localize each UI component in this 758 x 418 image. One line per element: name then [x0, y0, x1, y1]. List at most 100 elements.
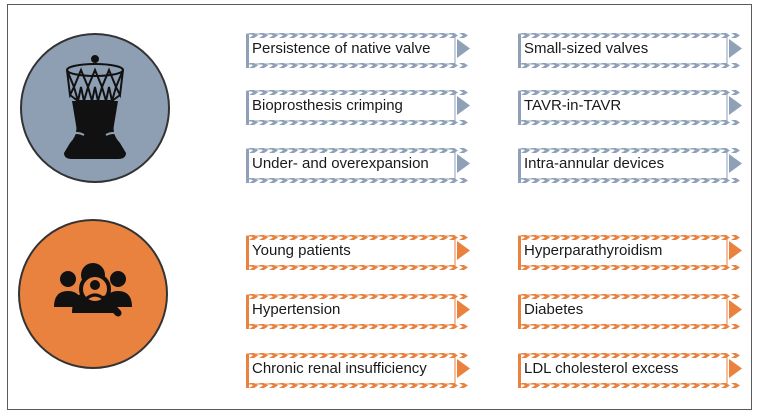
- chevron-pattern: [309, 324, 318, 329]
- chevron-pattern: [601, 33, 610, 38]
- chevron-pattern: [641, 383, 650, 388]
- chevron-pattern: [449, 265, 458, 270]
- chevron-pattern: [359, 63, 368, 68]
- chevron-pattern: [409, 120, 418, 125]
- chevron-pattern: [459, 33, 468, 38]
- chevron-pattern: [259, 235, 268, 240]
- chevron-pattern: [299, 148, 308, 153]
- chevron-pattern: [561, 33, 570, 38]
- chevron-pattern: [279, 178, 288, 183]
- chevron-pattern: [551, 148, 560, 153]
- chevron-pattern: [359, 294, 368, 299]
- chevron-pattern: [409, 265, 418, 270]
- chevron-pattern: [521, 120, 530, 125]
- chevron-pattern: [359, 90, 368, 95]
- chevron-pattern: [631, 178, 640, 183]
- chevron-pattern: [429, 324, 438, 329]
- chevron-pattern: [611, 178, 620, 183]
- chevron-pattern: [691, 383, 700, 388]
- chevron-pattern: [581, 63, 590, 68]
- chevron-pattern: [531, 265, 540, 270]
- chevron-pattern: [339, 90, 348, 95]
- chevron-pattern: [339, 324, 348, 329]
- chevron-pattern: [571, 90, 580, 95]
- chevron-pattern: [661, 33, 670, 38]
- chevron-pattern: [389, 324, 398, 329]
- chevron-pattern: [611, 33, 620, 38]
- chevron-pattern: [319, 294, 328, 299]
- chevron-pattern: [319, 324, 328, 329]
- chevron-pattern: [299, 265, 308, 270]
- chevron-pattern: [591, 148, 600, 153]
- chevron-pattern: [701, 148, 710, 153]
- chevron-pattern: [551, 265, 560, 270]
- chevron-pattern: [611, 324, 620, 329]
- chevron-pattern: [621, 63, 630, 68]
- factor-card-hypertension: Hypertension: [246, 294, 470, 330]
- chevron-pattern: [531, 120, 540, 125]
- chevron-pattern: [299, 383, 308, 388]
- chevron-pattern: [249, 148, 258, 153]
- chevron-pattern: [541, 294, 550, 299]
- chevron-pattern: [369, 178, 378, 183]
- chevron-pattern: [551, 324, 560, 329]
- chevron-pattern: [319, 120, 328, 125]
- chevron-pattern: [681, 120, 690, 125]
- chevron-pattern: [621, 148, 630, 153]
- chevron-pattern: [359, 148, 368, 153]
- chevron-pattern: [681, 148, 690, 153]
- chevron-pattern: [531, 383, 540, 388]
- chevron-pattern: [269, 265, 278, 270]
- chevron-pattern: [701, 383, 710, 388]
- chevron-pattern: [611, 235, 620, 240]
- chevron-pattern: [309, 63, 318, 68]
- chevron-pattern: [731, 148, 740, 153]
- chevron-pattern: [601, 383, 610, 388]
- chevron-pattern: [541, 353, 550, 358]
- chevron-pattern: [641, 63, 650, 68]
- chevron-pattern: [249, 324, 258, 329]
- chevron-pattern: [339, 235, 348, 240]
- factor-card-crimping: Bioprosthesis crimping: [246, 90, 470, 126]
- chevron-pattern: [319, 235, 328, 240]
- chevron-pattern: [591, 235, 600, 240]
- chevron-pattern: [429, 148, 438, 153]
- chevron-pattern: [459, 265, 468, 270]
- chevron-pattern: [681, 265, 690, 270]
- chevron-pattern: [449, 383, 458, 388]
- chevron-pattern: [289, 148, 298, 153]
- chevron-pattern: [259, 265, 268, 270]
- chevron-pattern: [459, 63, 468, 68]
- chevron-pattern: [409, 324, 418, 329]
- chevron-pattern: [521, 178, 530, 183]
- chevron-pattern: [369, 353, 378, 358]
- chevron-pattern: [269, 148, 278, 153]
- arrow-head-icon: [729, 39, 742, 58]
- chevron-pattern: [389, 383, 398, 388]
- chevron-pattern: [661, 235, 670, 240]
- chevron-pattern: [259, 33, 268, 38]
- chevron-pattern: [349, 235, 358, 240]
- factor-card-ldl: LDL cholesterol excess: [518, 353, 742, 389]
- chevron-pattern: [379, 33, 388, 38]
- chevron-pattern: [731, 324, 740, 329]
- chevron-pattern: [661, 353, 670, 358]
- chevron-pattern: [379, 148, 388, 153]
- chevron-pattern: [601, 63, 610, 68]
- chevron-pattern: [419, 33, 428, 38]
- chevron-pattern: [439, 63, 448, 68]
- chevron-pattern: [359, 383, 368, 388]
- chevron-pattern: [541, 33, 550, 38]
- chevron-pattern: [399, 120, 408, 125]
- chevron-pattern: [571, 33, 580, 38]
- chevron-pattern: [399, 353, 408, 358]
- chevron-pattern: [631, 383, 640, 388]
- factor-label: LDL cholesterol excess: [524, 360, 679, 377]
- factor-label: Small-sized valves: [524, 40, 649, 57]
- chevron-pattern: [601, 235, 610, 240]
- arrow-head-icon: [729, 300, 742, 319]
- chevron-pattern: [551, 235, 560, 240]
- chevron-pattern: [571, 265, 580, 270]
- chevron-pattern: [721, 324, 730, 329]
- chevron-pattern: [459, 294, 468, 299]
